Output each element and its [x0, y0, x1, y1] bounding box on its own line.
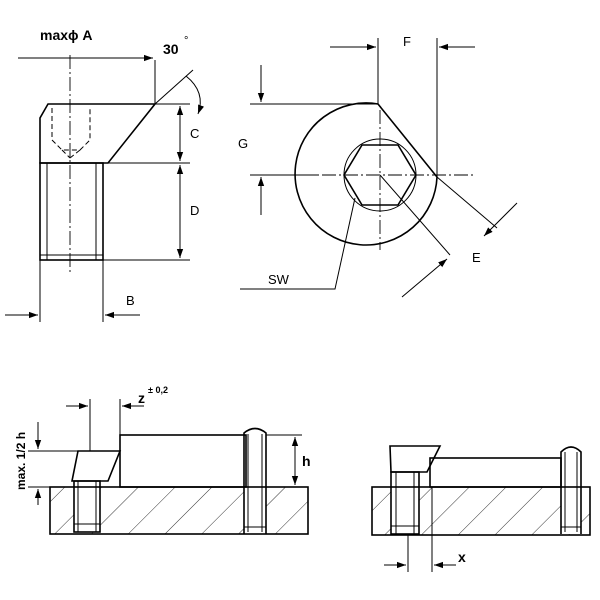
degree-label: °	[184, 35, 188, 47]
side-view: maxϕ A 30 ° C D B	[5, 27, 205, 322]
max-a-label: maxϕ A	[40, 27, 93, 43]
max-half-h-label: max. 1/2 h	[14, 432, 28, 490]
sw-label: SW	[268, 272, 290, 287]
b-label: B	[126, 293, 135, 308]
z-tolerance-label: ± 0,2	[148, 385, 168, 395]
x-label: x	[458, 549, 466, 565]
clamping-left-view: max. 1/2 h h z ± 0,2	[14, 385, 311, 535]
top-view: F G E SW	[238, 34, 518, 298]
g-label: G	[238, 136, 248, 151]
f-label: F	[403, 34, 411, 49]
clamping-right-view: x	[371, 445, 591, 572]
h-label: h	[302, 453, 311, 469]
c-label: C	[190, 126, 199, 141]
z-label: z	[138, 390, 145, 406]
angle-label: 30	[163, 41, 179, 57]
d-label: D	[190, 203, 199, 218]
e-label: E	[472, 250, 481, 265]
